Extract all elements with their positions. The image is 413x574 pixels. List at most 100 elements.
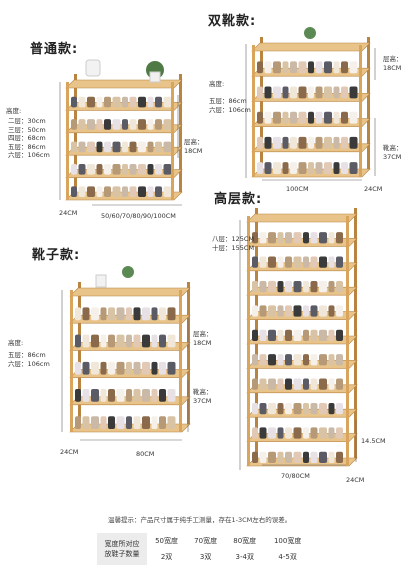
shoe (268, 402, 276, 415)
shoe (133, 361, 141, 375)
shoe (116, 416, 125, 429)
shoe (277, 354, 284, 366)
tall-width: 70/80CM (281, 472, 310, 480)
shoe (159, 389, 166, 402)
shoe (277, 232, 284, 244)
shoe (159, 334, 166, 348)
capacity-label: 宽度所对应 放鞋子数量 (97, 533, 147, 565)
shoe (87, 96, 95, 108)
shoe (87, 163, 95, 175)
shoe (336, 378, 343, 390)
shoe (122, 186, 128, 197)
shoe (277, 256, 284, 268)
shoe (126, 307, 132, 321)
shoe (259, 305, 267, 317)
shoe (298, 136, 307, 149)
shoe (104, 186, 111, 197)
shoe (112, 186, 121, 197)
shoe (257, 162, 263, 174)
double-boot-height-label: 高度: (209, 80, 225, 88)
shoe (268, 305, 276, 317)
shoe (277, 280, 284, 293)
shoe (163, 141, 172, 153)
height-item: 六层：106cm (8, 151, 50, 159)
shoe (75, 334, 81, 348)
shoe (293, 256, 302, 268)
rack-post (179, 290, 182, 432)
shoe (328, 280, 335, 293)
shoe (112, 119, 121, 130)
shoe (133, 307, 141, 321)
shoe (328, 427, 335, 439)
shoe (104, 119, 111, 130)
height-item: 六层：106cm (8, 359, 50, 368)
shoe (315, 61, 323, 74)
shoe (282, 111, 289, 124)
shoe (336, 402, 343, 415)
shoe (142, 416, 150, 429)
pairs-cell: 4-5双 (278, 553, 297, 561)
shoe (129, 119, 137, 130)
width-cell: 50宽度 (155, 537, 178, 545)
shoe (319, 256, 327, 268)
shoe (293, 305, 302, 317)
shoe (147, 96, 154, 108)
shoe (155, 163, 162, 175)
rack-post (78, 282, 81, 424)
shoe (147, 163, 154, 175)
shoe (310, 354, 318, 366)
shoe (328, 329, 335, 341)
rack-post (260, 37, 263, 169)
shoe (167, 361, 176, 375)
shoe (112, 163, 121, 175)
height-item: 三层：50cm (8, 125, 46, 134)
shoe (303, 378, 309, 390)
shoe (336, 280, 343, 293)
height-item: 四层：68cm (8, 134, 46, 142)
shoe (319, 329, 327, 341)
shoe (167, 416, 176, 429)
shoe (133, 334, 141, 348)
shoe (264, 111, 272, 124)
shoe (293, 354, 302, 366)
shoe (151, 334, 158, 348)
shoe (71, 186, 77, 197)
shoe (290, 111, 297, 124)
shoe (91, 307, 99, 321)
shoe (336, 305, 343, 317)
double-boot-boot-height: 靴高： 37CM (383, 144, 403, 161)
shoe (167, 307, 176, 321)
shoe (310, 305, 318, 317)
shoe (82, 416, 90, 429)
shoe (277, 427, 284, 439)
shoe (75, 389, 81, 402)
shoe (298, 162, 307, 174)
shoe (133, 389, 141, 402)
shoe (282, 162, 289, 174)
shoe (293, 427, 302, 439)
shoe (328, 402, 335, 415)
shoe (349, 136, 358, 149)
shoe (155, 141, 162, 153)
shoe (310, 402, 318, 415)
double-boot-title: 双靴款: (208, 14, 257, 29)
capacity-table: 宽度所对应 放鞋子数量 50宽度 70宽度 80宽度 100宽度 2双 3双 3… (97, 533, 311, 565)
shoe (319, 232, 327, 244)
shoe (87, 119, 95, 130)
shoe (252, 232, 258, 244)
shoe (96, 163, 103, 175)
shoe (257, 136, 263, 149)
shoe (341, 61, 348, 74)
shoe (336, 329, 343, 341)
shoe (82, 307, 90, 321)
shoe (277, 451, 284, 463)
shoe (129, 163, 137, 175)
double-boot-height-list: 五层：86cm 六层：106cm (209, 97, 251, 114)
shoe (310, 329, 318, 341)
width-cell: 100宽度 (273, 537, 302, 545)
shoe (319, 427, 327, 439)
shoe (126, 334, 132, 348)
shoe (310, 232, 318, 244)
width-cell: 70宽度 (194, 537, 218, 545)
shoe (293, 378, 302, 390)
